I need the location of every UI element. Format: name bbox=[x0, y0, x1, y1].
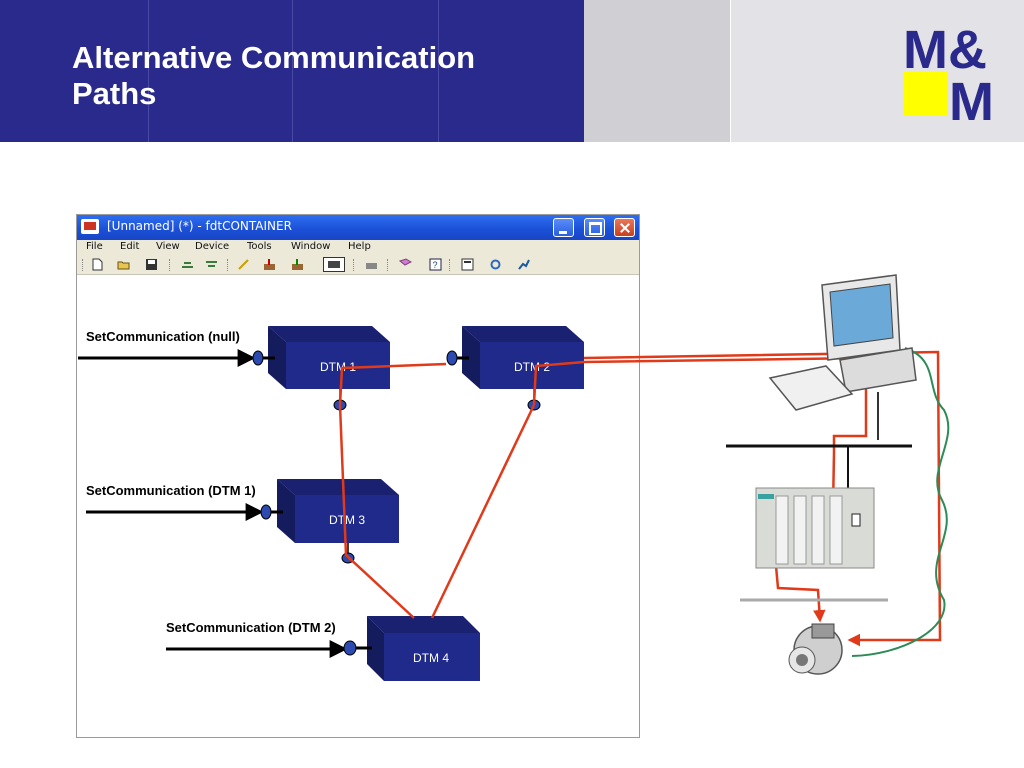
plc-port bbox=[851, 513, 861, 527]
menu-tools[interactable]: Tools bbox=[247, 241, 272, 252]
menu-view[interactable]: View bbox=[156, 241, 180, 252]
wireless-link bbox=[851, 347, 950, 657]
dtm-2-side-face bbox=[462, 326, 480, 389]
dtm-3-top-face bbox=[277, 479, 399, 495]
monitor-screen bbox=[829, 283, 894, 347]
dtm-4-label: DTM 4 bbox=[413, 651, 449, 665]
slide-title-line1: Alternative Communication bbox=[72, 40, 476, 75]
logo-yellow-square bbox=[904, 72, 948, 116]
menu-device[interactable]: Device bbox=[195, 241, 230, 252]
keyboard bbox=[768, 365, 854, 411]
menu-window[interactable]: Window bbox=[291, 241, 331, 252]
svg-text:?: ? bbox=[433, 260, 438, 270]
slide-header: Alternative Communication Paths M& M bbox=[0, 0, 1024, 142]
dtm-1-input-port bbox=[252, 350, 264, 366]
plc-module bbox=[811, 495, 825, 565]
new-document-icon[interactable] bbox=[91, 258, 104, 271]
toolbar-separator bbox=[82, 259, 84, 271]
network-down-icon[interactable] bbox=[205, 258, 218, 271]
plc-rack-icon bbox=[755, 487, 875, 569]
dtm-4-box[interactable]: DTM 4 bbox=[367, 616, 480, 681]
logo-text-top: M& bbox=[903, 20, 987, 80]
slide-title-line2: Paths bbox=[72, 76, 157, 111]
device-view-icon[interactable] bbox=[323, 257, 345, 272]
refresh-icon[interactable] bbox=[489, 258, 502, 271]
save-icon[interactable] bbox=[145, 258, 158, 271]
computer-case bbox=[839, 347, 917, 393]
window-titlebar[interactable]: [Unnamed] (*) - fdtCONTAINER bbox=[77, 215, 639, 240]
help-icon[interactable]: ? bbox=[429, 258, 442, 271]
set-communication-null-label: SetCommunication (null) bbox=[86, 329, 240, 344]
properties-icon[interactable] bbox=[461, 258, 474, 271]
download-icon[interactable] bbox=[291, 258, 304, 271]
header-light-band bbox=[731, 0, 1024, 142]
menu-bar: File Edit View Device Tools Window Help bbox=[77, 240, 639, 256]
menu-file[interactable]: File bbox=[86, 241, 103, 252]
dtm-3-front-face bbox=[295, 495, 399, 543]
set-communication-dtm4-label: SetCommunication (DTM 2) bbox=[166, 620, 336, 635]
dtm-2-front-face bbox=[480, 342, 584, 389]
header-gray-band bbox=[584, 0, 730, 142]
upload-icon[interactable] bbox=[263, 258, 276, 271]
app-icon bbox=[81, 219, 99, 234]
close-button[interactable] bbox=[614, 218, 635, 237]
network-up-icon[interactable] bbox=[181, 258, 194, 271]
toolbar-separator bbox=[387, 259, 389, 271]
plc-status-led bbox=[758, 494, 774, 499]
toolbar-separator bbox=[227, 259, 229, 271]
workstation-icon bbox=[768, 274, 917, 440]
maximize-button[interactable] bbox=[584, 218, 605, 237]
open-folder-icon[interactable] bbox=[117, 258, 130, 271]
path-dtm2-to-dtm4 bbox=[430, 404, 536, 619]
header-divider bbox=[148, 0, 149, 142]
toolbar: ? bbox=[77, 256, 639, 275]
dtm-1-top-face bbox=[268, 326, 390, 342]
set-communication-dtm1-label: SetCommunication (DTM 1) bbox=[86, 483, 256, 498]
dtm-1-side-face bbox=[268, 326, 286, 389]
connect-icon[interactable] bbox=[237, 258, 250, 271]
dtm-2-label: DTM 2 bbox=[514, 360, 550, 374]
book-icon[interactable] bbox=[399, 258, 412, 271]
valve-actuator bbox=[811, 623, 835, 639]
path-dtm1-dtm3-dtm4 bbox=[338, 404, 415, 619]
header-divider bbox=[438, 0, 439, 142]
dtm-3-input-port bbox=[260, 504, 272, 520]
toolbar-separator bbox=[449, 259, 451, 271]
header-divider bbox=[292, 0, 293, 142]
toolbar-separator bbox=[169, 259, 171, 271]
dtm-3-label: DTM 3 bbox=[329, 513, 365, 527]
dtm-1-box[interactable]: DTM 1 bbox=[268, 326, 390, 389]
dtm-4-top-face bbox=[367, 616, 480, 633]
slide-title: Alternative Communication Paths bbox=[72, 40, 572, 112]
plc-module bbox=[793, 495, 807, 565]
company-logo: M& M bbox=[903, 20, 994, 124]
toolbar-separator bbox=[353, 259, 355, 271]
menu-help[interactable]: Help bbox=[348, 241, 371, 252]
window-title: [Unnamed] (*) - fdtCONTAINER bbox=[107, 219, 292, 233]
dtm-1-front-face bbox=[286, 342, 390, 389]
dtm-1-label: DTM 1 bbox=[320, 360, 356, 374]
menu-edit[interactable]: Edit bbox=[120, 241, 140, 252]
plc-module bbox=[775, 495, 789, 565]
dtm-2-input-port bbox=[446, 350, 458, 366]
dtm-3-box[interactable]: DTM 3 bbox=[277, 479, 399, 543]
dtm-4-input-port bbox=[343, 640, 357, 656]
valve-bore bbox=[796, 654, 808, 666]
field-device-icon bbox=[788, 623, 843, 675]
hart-icon[interactable] bbox=[365, 258, 378, 271]
dtm-3-side-face bbox=[277, 479, 295, 543]
plc-module bbox=[829, 495, 843, 565]
diagnostics-icon[interactable] bbox=[517, 258, 530, 271]
fdt-container-window: [Unnamed] (*) - fdtCONTAINER File Edit V… bbox=[76, 214, 640, 738]
dtm-4-front-face bbox=[384, 633, 480, 681]
path-dtm1-to-dtm2 bbox=[338, 362, 447, 406]
minimize-button[interactable] bbox=[553, 218, 574, 237]
logo-text-bottom: M bbox=[949, 72, 994, 124]
dtm-4-side-face bbox=[367, 616, 384, 681]
dtm-2-top-face bbox=[462, 326, 584, 342]
dtm-2-box[interactable]: DTM 2 bbox=[462, 326, 584, 389]
